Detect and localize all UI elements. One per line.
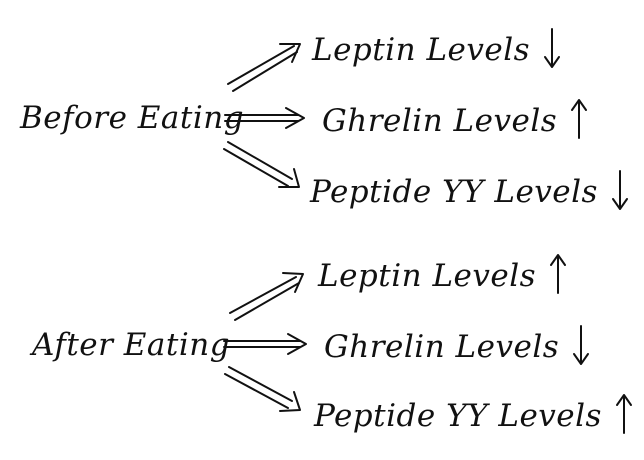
hormone-peptide-yy-before: Peptide YY Levels [310, 168, 629, 212]
hormone-peptide-yy-after: Peptide YY Levels [314, 392, 633, 436]
hormone-name: Leptin Levels [312, 32, 531, 68]
double-arrow-icon [223, 333, 307, 355]
up-arrow-icon [570, 97, 588, 145]
down-arrow-icon [543, 26, 561, 74]
group-label-after-eating: After Eating [32, 327, 231, 363]
double-arrow-icon [224, 366, 301, 412]
hormone-name: Ghrelin Levels [322, 103, 558, 139]
down-arrow-icon [611, 168, 629, 216]
hormone-ghrelin-after: Ghrelin Levels [324, 323, 590, 367]
hormone-leptin-after: Leptin Levels [318, 252, 567, 296]
hormone-name: Peptide YY Levels [310, 174, 598, 210]
hormone-name: Peptide YY Levels [314, 398, 602, 434]
down-arrow-icon [572, 323, 590, 371]
double-arrow-icon [224, 107, 305, 129]
hormone-ghrelin-before: Ghrelin Levels [322, 97, 588, 141]
hormone-name: Leptin Levels [318, 258, 537, 294]
group-label-before-eating: Before Eating [20, 100, 245, 136]
hormone-name: Ghrelin Levels [324, 329, 560, 365]
hormone-leptin-before: Leptin Levels [312, 26, 561, 70]
double-arrow-icon [227, 43, 301, 92]
up-arrow-icon [549, 252, 567, 300]
up-arrow-icon [615, 392, 633, 440]
double-arrow-icon [229, 272, 304, 321]
double-arrow-icon [223, 141, 300, 188]
